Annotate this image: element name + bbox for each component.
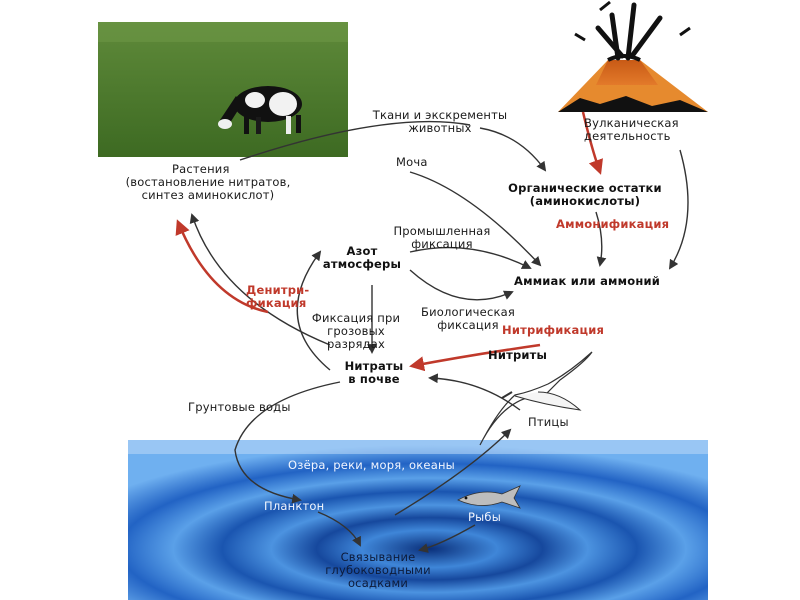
organic-remains-label: Органические остатки (аминокислоты)	[508, 181, 662, 208]
birds-label: Птицы	[528, 415, 569, 429]
groundwater-label: Грунтовые воды	[188, 400, 291, 414]
volcano-icon	[558, 0, 708, 112]
lightning-fixation-label: Фиксация при грозовых разрядах	[311, 311, 401, 351]
tissues-label: Ткани и экскременты животных	[372, 108, 508, 135]
biological-fixation-label: Биологическая фиксация	[420, 305, 515, 332]
left-margin	[0, 0, 98, 600]
nitrites-label: Нитриты	[488, 348, 548, 362]
right-margin	[708, 0, 800, 600]
bird-icon	[479, 351, 593, 446]
volcanic-label: Вулканическая деятельность	[584, 116, 679, 143]
ammonification-label: Аммонификация	[556, 217, 670, 231]
denitrification-label: Денитри- фикация	[246, 283, 310, 310]
plankton-label: Планктон	[264, 499, 325, 513]
fish-label: Рыбы	[468, 510, 501, 524]
urine-label: Моча	[396, 155, 428, 169]
arrows	[189, 120, 689, 553]
fish-icon	[457, 485, 521, 509]
ammonia-label: Аммиак или аммоний	[514, 274, 660, 288]
soil-nitrates-label: Нитраты в почве	[344, 359, 404, 386]
atmospheric-nitrogen-label: Азот атмосферы	[322, 244, 402, 271]
nitrification-label: Нитрификация	[502, 323, 605, 337]
plants-label: Растения (востановление нитратов, синтез…	[125, 162, 291, 202]
waters-label: Озёра, реки, моря, океаны	[288, 458, 455, 472]
sediments-label: Связывание глубоководными осадками	[325, 550, 431, 590]
red-arrows	[175, 111, 603, 372]
industrial-fixation-label: Промышленная фиксация	[393, 224, 491, 251]
cow-photo	[98, 22, 348, 157]
water-body	[128, 440, 708, 600]
